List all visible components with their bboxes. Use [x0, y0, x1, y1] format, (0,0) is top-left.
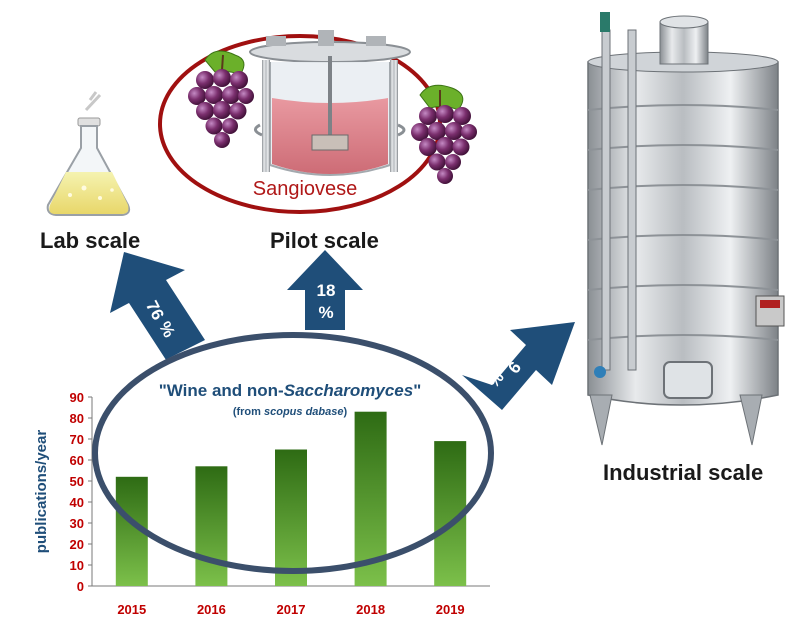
grape-variety-label: Sangiovese: [252, 178, 358, 200]
arrow-pilot-scale: [287, 250, 363, 330]
y-tick-label: 30: [70, 516, 84, 531]
x-tick-label: 2018: [356, 602, 385, 617]
bioreactor-icon: [249, 30, 411, 176]
grape-bunch-icon-right: [411, 84, 477, 184]
arrow-lab-scale: [110, 252, 205, 365]
chart-subtitle: (from scopus dabase): [232, 406, 348, 418]
y-tick-label: 80: [70, 411, 84, 426]
pilot-percent-sign: %: [318, 303, 333, 322]
bar-2017: [275, 449, 307, 586]
grape-bunch-icon-left: [188, 50, 254, 148]
pilot-percent-value: 18: [317, 281, 336, 300]
y-tick-label: 50: [70, 474, 84, 489]
pilot-scale-label: Pilot scale: [270, 228, 379, 253]
chart-title: "Wine and non-Saccharomyces": [158, 381, 422, 400]
steel-fermentation-tank-icon: [587, 12, 785, 446]
x-tick-label: 2016: [197, 602, 226, 617]
y-tick-label: 40: [70, 495, 84, 510]
x-tick-label: 2019: [436, 602, 465, 617]
y-tick-label: 60: [70, 453, 84, 468]
erlenmeyer-flask-icon: [46, 91, 131, 216]
y-tick-label: 20: [70, 537, 84, 552]
topic-ellipse: [92, 332, 494, 574]
y-tick-label: 10: [70, 558, 84, 573]
y-tick-label: 70: [70, 432, 84, 447]
y-tick-label: 0: [77, 579, 84, 594]
arrow-industrial-scale: [462, 322, 575, 410]
y-axis-title: publications/year: [33, 430, 50, 554]
bar-2016: [195, 466, 228, 586]
y-tick-label: 90: [70, 390, 84, 405]
x-tick-label: 2017: [277, 602, 306, 617]
lab-scale-label: Lab scale: [40, 228, 141, 253]
x-tick-label: 2015: [117, 602, 146, 617]
industrial-scale-label: Industrial scale: [603, 460, 764, 485]
